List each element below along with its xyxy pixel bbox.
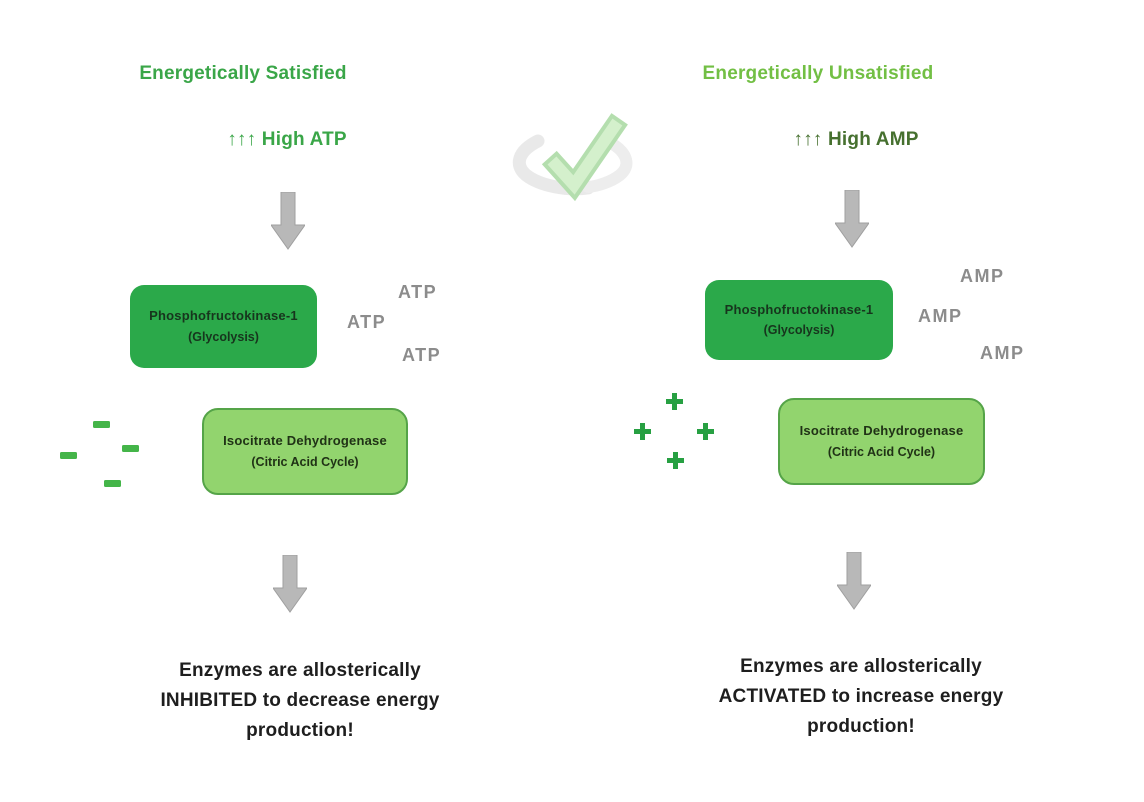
- caption-emphasis: ACTIVATED: [718, 686, 827, 707]
- caption-line3: production!: [246, 720, 354, 741]
- caption-line2: to increase energy: [826, 686, 1004, 707]
- enzyme-pathway: (Glycolysis): [188, 329, 259, 344]
- left-subtitle-high-atp: ↑↑↑ High ATP: [227, 129, 347, 150]
- caption-line1: Enzymes are allosterically: [179, 660, 421, 681]
- left-caption: Enzymes are allosterically INHIBITED to …: [150, 656, 450, 746]
- right-caption: Enzymes are allosterically ACTIVATED to …: [711, 652, 1011, 742]
- minus-icon: [93, 421, 110, 428]
- regulator-label-amp-1: AMP: [960, 266, 1005, 286]
- regulator-label-amp-2: AMP: [918, 306, 963, 326]
- right-title: Energetically Unsatisfied: [702, 63, 934, 84]
- enzyme-name: Isocitrate Dehydrogenase: [223, 433, 387, 449]
- caption-emphasis: INHIBITED: [160, 690, 258, 711]
- enzyme-name: Phosphofructokinase-1: [149, 308, 298, 324]
- regulator-label-atp-3: ATP: [402, 345, 442, 365]
- plus-icon: [697, 423, 714, 440]
- minus-icon: [122, 445, 139, 452]
- minus-icon: [104, 480, 121, 487]
- minus-icon: [60, 452, 77, 459]
- plus-icon: [667, 452, 684, 469]
- regulator-label-amp-3: AMP: [980, 343, 1025, 363]
- enzyme-name: Isocitrate Dehydrogenase: [799, 423, 964, 439]
- down-arrow-icon: [837, 552, 871, 610]
- right-subtitle-high-amp: ↑↑↑ High AMP: [793, 129, 919, 150]
- plus-icon: [666, 393, 683, 410]
- enzyme-box-isocitrate-dehydrogenase-right: Isocitrate Dehydrogenase (Citric Acid Cy…: [778, 398, 985, 485]
- enzyme-box-phosphofructokinase-right: Phosphofructokinase-1 (Glycolysis): [705, 280, 893, 360]
- caption-line1: Enzymes are allosterically: [740, 656, 982, 677]
- plus-icon: [634, 423, 651, 440]
- enzyme-pathway: (Citric Acid Cycle): [251, 454, 359, 469]
- down-arrow-icon: [271, 192, 305, 250]
- down-arrow-icon: [273, 555, 307, 613]
- check-icon: [541, 113, 628, 202]
- left-title: Energetically Satisfied: [139, 63, 347, 84]
- enzyme-pathway: (Glycolysis): [763, 323, 835, 338]
- enzyme-pathway: (Citric Acid Cycle): [827, 444, 936, 459]
- enzyme-name: Phosphofructokinase-1: [724, 301, 874, 317]
- enzyme-box-isocitrate-dehydrogenase-left: Isocitrate Dehydrogenase (Citric Acid Cy…: [202, 408, 408, 495]
- regulator-label-atp-2: ATP: [347, 312, 387, 332]
- regulator-label-atp-1: ATP: [398, 282, 438, 302]
- caption-line2: to decrease energy: [257, 690, 440, 711]
- caption-line3: production!: [807, 716, 915, 737]
- down-arrow-icon: [835, 190, 869, 248]
- checkmark-logo: [512, 113, 633, 202]
- enzyme-box-phosphofructokinase-left: Phosphofructokinase-1 (Glycolysis): [130, 285, 317, 368]
